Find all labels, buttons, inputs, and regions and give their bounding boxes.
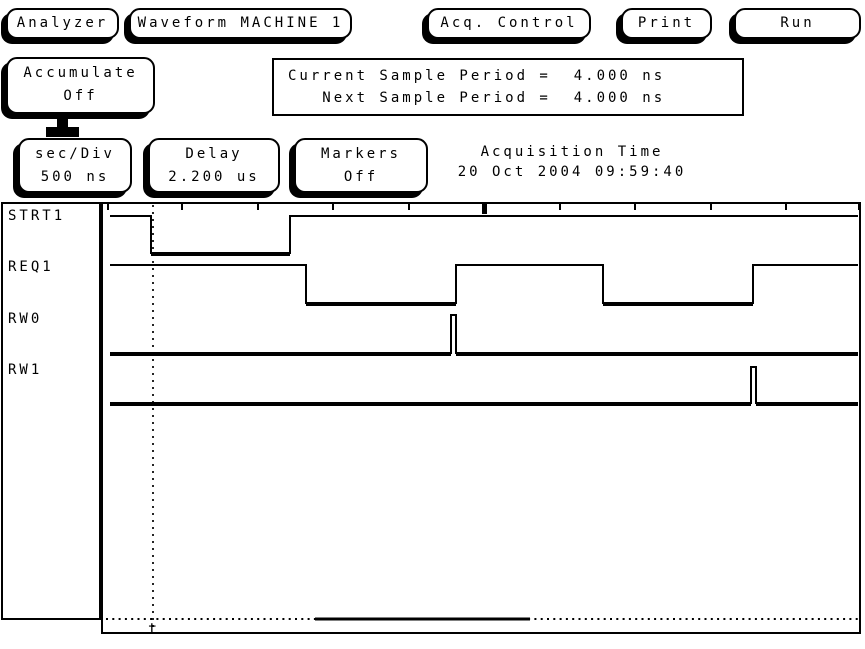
accumulate-value: Off — [63, 88, 98, 104]
acquisition-time-label: Acquisition Time — [480, 144, 664, 160]
sec-div-label: sec/Div — [34, 146, 115, 162]
button-connector-stem — [57, 116, 68, 129]
signal-label-req1[interactable]: REQ1 — [8, 259, 54, 275]
acq-control-button[interactable]: Acq. Control — [427, 8, 591, 39]
button-connector-base — [46, 127, 79, 137]
run-button[interactable]: Run — [734, 8, 861, 39]
waveform-display — [101, 202, 861, 634]
waveform-machine-button[interactable]: Waveform MACHINE 1 — [129, 8, 352, 39]
markers-button[interactable]: Markers Off — [294, 138, 428, 193]
signal-label-strt1[interactable]: STRT1 — [8, 208, 66, 224]
markers-label: Markers — [320, 146, 401, 162]
signal-label-rw1[interactable]: RW1 — [8, 362, 43, 378]
analyzer-button[interactable]: Analyzer — [6, 8, 119, 39]
delay-label: Delay — [185, 146, 243, 162]
signal-label-rw0[interactable]: RW0 — [8, 311, 43, 327]
markers-value: Off — [343, 169, 379, 185]
sec-div-value: 500 ns — [40, 169, 110, 185]
acquisition-time-value: 20 Oct 2004 09:59:40 — [457, 164, 687, 180]
accumulate-label: Accumulate — [23, 65, 138, 81]
current-sample-period: Current Sample Period = 4.000 ns — [288, 68, 666, 84]
delay-button[interactable]: Delay 2.200 us — [148, 138, 280, 193]
delay-value: 2.200 us — [168, 169, 260, 185]
sec-div-button[interactable]: sec/Div 500 ns — [18, 138, 132, 193]
sample-period-box: Current Sample Period = 4.000 ns Next Sa… — [272, 58, 744, 116]
print-button[interactable]: Print — [621, 8, 712, 39]
signal-label-column: STRT1 REQ1 RW0 RW1 — [1, 202, 101, 620]
acquisition-time: Acquisition Time 20 Oct 2004 09:59:40 — [422, 142, 722, 182]
accumulate-button[interactable]: Accumulate Off — [6, 57, 155, 114]
next-sample-period: Next Sample Period = 4.000 ns — [288, 90, 666, 106]
